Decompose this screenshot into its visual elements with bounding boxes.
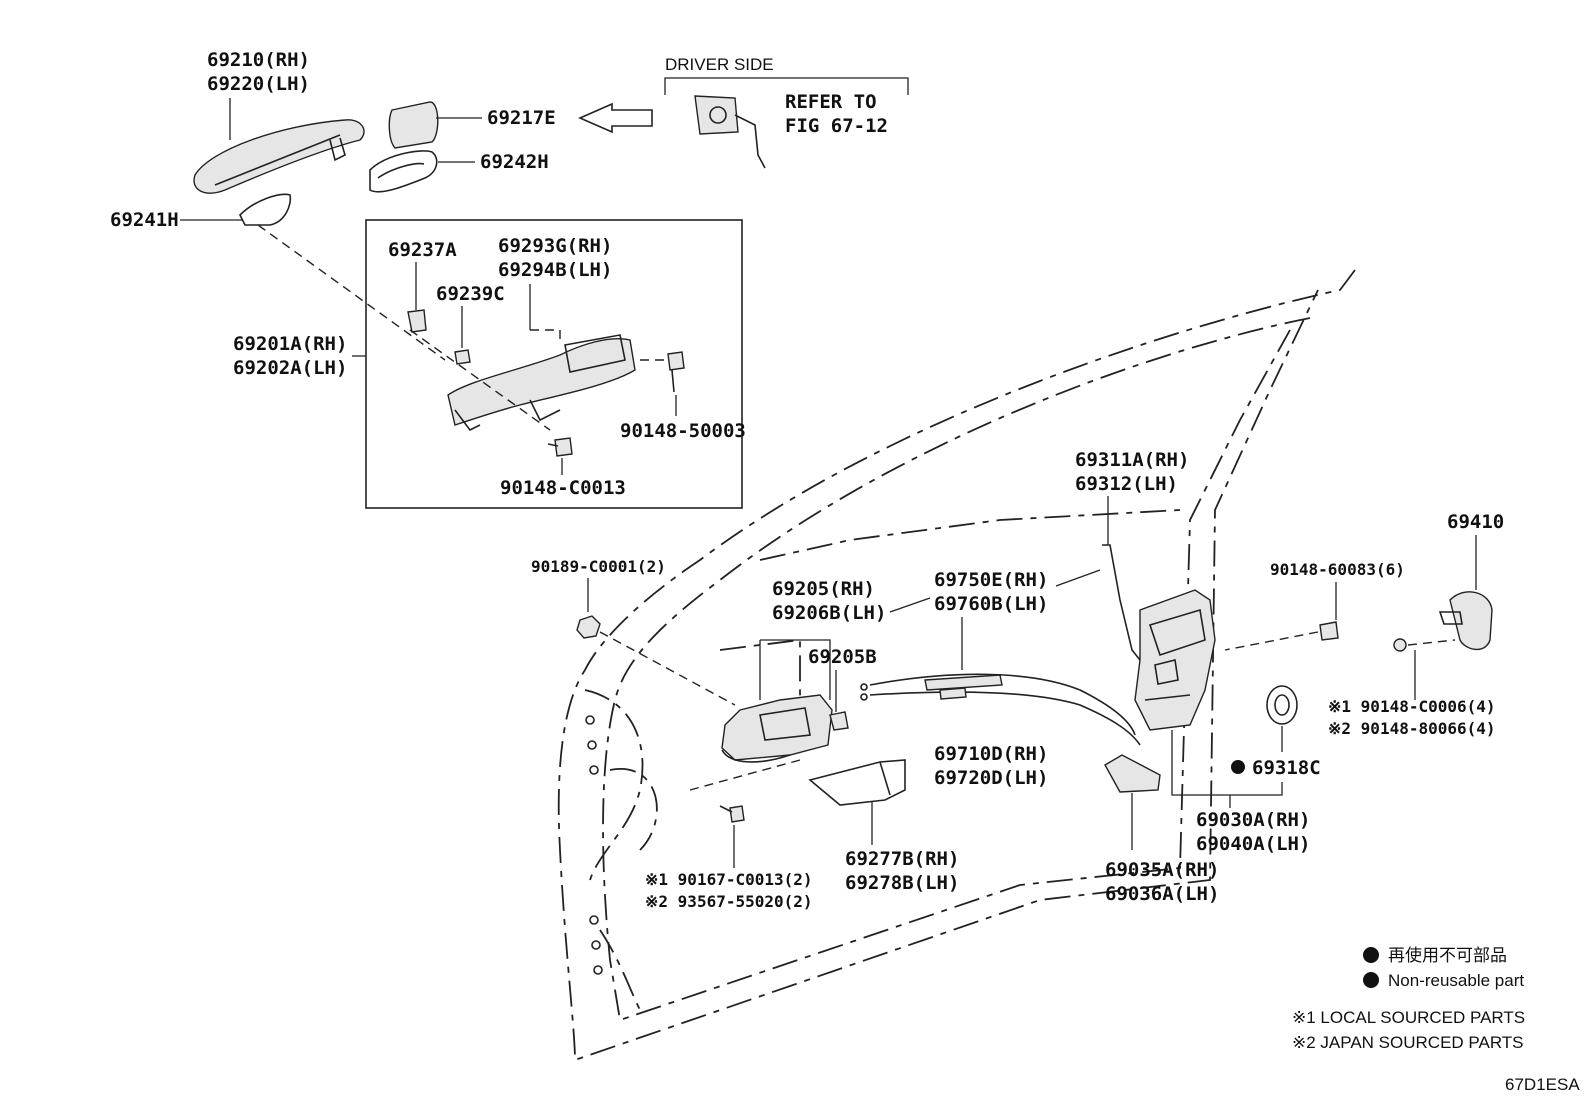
label-69750E: 69750E(RH) [934, 569, 1048, 591]
label-refer-to: REFER TO [785, 91, 877, 113]
label-93567: ※2 93567-55020(2) [645, 892, 813, 911]
legend-non-reusable-jp: 再使用不可部品 [1388, 945, 1507, 965]
label-90148-80066: ※2 90148-80066(4) [1328, 719, 1496, 738]
label-69206B: 69206B(LH) [772, 602, 886, 624]
label-69312: 69312(LH) [1075, 473, 1178, 495]
bolt [667, 351, 685, 393]
label-90189: 90189-C0001(2) [531, 557, 666, 576]
legend-japan-sourced: ※2 JAPAN SOURCED PARTS [1292, 1033, 1524, 1052]
lock-cover [1104, 754, 1161, 793]
label-69710D: 69710D(RH) [934, 743, 1048, 765]
label-69201A: 69201A(RH) [233, 333, 347, 355]
door-lock-assembly [1134, 589, 1216, 731]
label-69237A: 69237A [388, 239, 457, 261]
handle-screw [719, 805, 745, 823]
rear-pad [239, 193, 292, 226]
figure-code: 67D1ESA [1505, 1075, 1580, 1094]
label-69210: 69210(RH) [207, 49, 310, 71]
door-frame [557, 269, 1356, 1062]
legend-local-sourced: ※1 LOCAL SOURCED PARTS [1292, 1008, 1525, 1027]
cables [860, 673, 1141, 746]
legend: 再使用不可部品 Non-reusable part ※1 LOCAL SOURC… [1292, 945, 1525, 1052]
label-69040A: 69040A(LH) [1196, 833, 1310, 855]
label-driver-side: DRIVER SIDE [665, 55, 774, 74]
filled-dot-icon [1363, 947, 1379, 963]
label-69217E: 69217E [487, 107, 556, 129]
striker-screw [1393, 638, 1407, 652]
label-69410: 69410 [1447, 511, 1504, 533]
inset-box [365, 219, 743, 509]
lock-screw [1319, 621, 1339, 641]
label-69220: 69220(LH) [207, 73, 310, 95]
outside-handle [193, 119, 365, 194]
label-69239C: 69239C [436, 283, 505, 305]
label-69202A: 69202A(LH) [233, 357, 347, 379]
non-reusable-marker [1231, 760, 1245, 774]
inside-handle [721, 694, 833, 763]
clip [407, 309, 427, 333]
bolt [547, 437, 573, 457]
filled-dot-icon [1363, 972, 1379, 988]
label-69293G: 69293G(RH) [498, 235, 612, 257]
lock-cylinder [694, 95, 766, 169]
handle-frame [447, 334, 636, 432]
label-69030A: 69030A(RH) [1196, 809, 1310, 831]
pad [369, 150, 438, 193]
label-69318C: 69318C [1252, 757, 1321, 779]
label-69205: 69205(RH) [772, 578, 875, 600]
label-90148-60083: 90148-60083(6) [1270, 560, 1405, 579]
label-69278B: 69278B(LH) [845, 872, 959, 894]
grommet [454, 349, 471, 365]
label-69720D: 69720D(LH) [934, 767, 1048, 789]
frame-holes [585, 715, 603, 975]
protector [808, 759, 906, 806]
label-90148-50003: 90148-50003 [620, 420, 746, 442]
seal-ring [1266, 685, 1298, 725]
label-90167: ※1 90167-C0013(2) [645, 870, 813, 889]
label-69241H: 69241H [110, 209, 179, 231]
label-69760B: 69760B(LH) [934, 593, 1048, 615]
label-69294B: 69294B(LH) [498, 259, 612, 281]
arrow-left-icon [578, 102, 653, 134]
label-69036A: 69036A(LH) [1105, 883, 1219, 905]
label-69205B: 69205B [808, 646, 877, 668]
label-69277B: 69277B(RH) [845, 848, 959, 870]
label-69242H: 69242H [480, 151, 549, 173]
legend-non-reusable-en: Non-reusable part [1388, 971, 1524, 990]
nut [576, 615, 601, 639]
label-69311A: 69311A(RH) [1075, 449, 1189, 471]
label-69035A: 69035A(RH) [1105, 859, 1219, 881]
striker [1438, 591, 1493, 651]
handle-cap [388, 101, 439, 149]
label-90148-C0013: 90148-C0013 [500, 477, 626, 499]
label-90148-C0006: ※1 90148-C0006(4) [1328, 697, 1496, 716]
lock-rod [1102, 544, 1141, 661]
label-fig: FIG 67-12 [785, 115, 888, 137]
clip-69205B [829, 711, 849, 731]
